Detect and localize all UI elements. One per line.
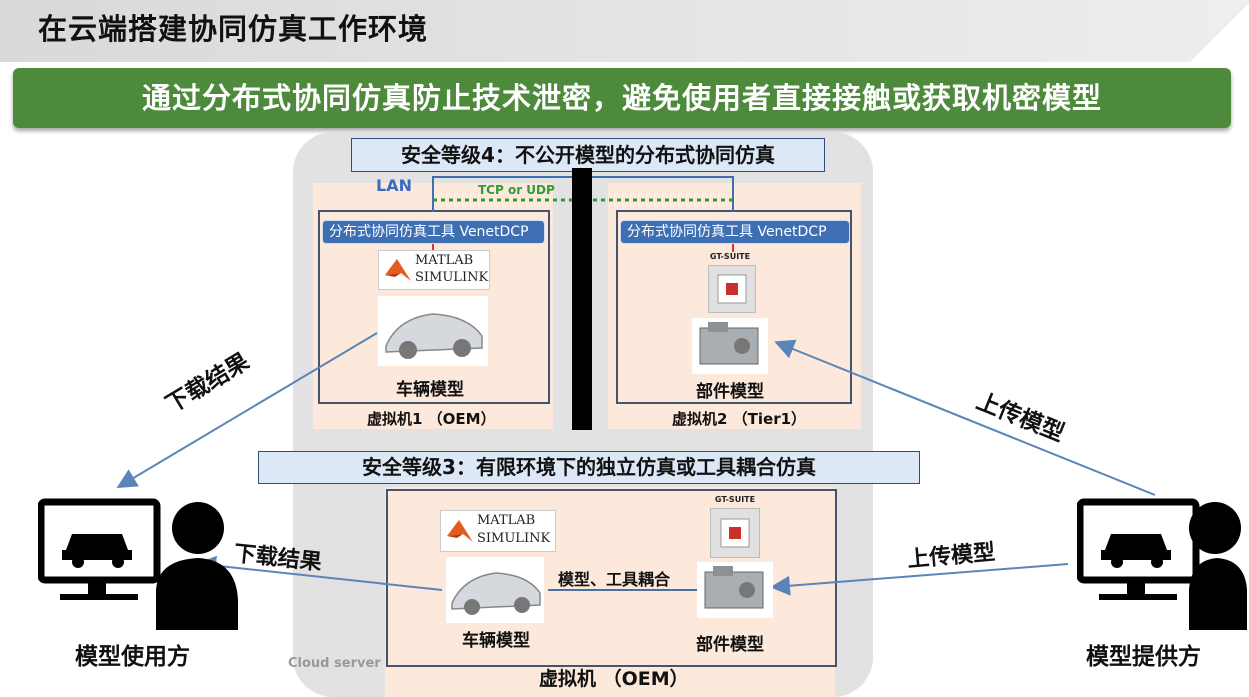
- security-level-3: 安全等级3：有限环境下的独立仿真或工具耦合仿真: [258, 451, 920, 484]
- vm2-model-label: 部件模型: [696, 382, 764, 402]
- provider-computer-icon: [1077, 498, 1247, 630]
- coupling-label: 模型、工具耦合: [558, 570, 671, 589]
- vm2-gt-logo-text: GT-SUITE: [709, 252, 751, 261]
- security-level-4: 安全等级4：不公开模型的分布式协同仿真: [351, 138, 825, 172]
- vm1-name: 虚拟机1 （OEM）: [367, 410, 496, 428]
- vm2-gt-logo: [708, 265, 756, 313]
- lan-label: LAN: [376, 176, 412, 195]
- user-computer-icon: [38, 498, 238, 630]
- vm1-model-label: 车辆模型: [396, 380, 464, 400]
- vm3-vehicle-icon: [446, 557, 544, 623]
- page-title: 在云端搭建协同仿真工作环境: [38, 12, 429, 46]
- vehicle-image-icon: [378, 296, 488, 366]
- vm3-part-label: 部件模型: [696, 635, 764, 655]
- gt-suite-icon: [720, 518, 750, 548]
- vm2-name: 虚拟机2 （Tier1）: [672, 410, 807, 428]
- banner: 通过分布式协同仿真防止技术泄密，避免使用者直接接触或获取机密模型: [13, 68, 1231, 128]
- vm1-matlab-logo: MATLAB SIMULINK: [378, 250, 490, 290]
- upload-arrow-top: [774, 339, 1156, 496]
- model-provider-label: 模型提供方: [1086, 644, 1201, 670]
- vm3-frame: [386, 489, 837, 667]
- isolation-divider: [572, 168, 592, 430]
- protocol-label: TCP or UDP: [478, 183, 555, 197]
- download-arrow-top: [116, 332, 378, 489]
- download-arrow-bottom: [196, 555, 443, 591]
- vm3-gt-logo: [710, 508, 760, 558]
- cloud-server-label: Cloud server: [288, 656, 381, 671]
- vm3-vehicle-label: 车辆模型: [462, 631, 530, 651]
- vm3-part-icon: [697, 562, 773, 618]
- matlab-icon: [385, 259, 411, 281]
- vm3-name: 虚拟机 （OEM）: [539, 668, 689, 690]
- matlab-icon: [447, 520, 473, 542]
- part-image-icon: [692, 318, 768, 374]
- vm3-matlab-logo: MATLAB SIMULINK: [440, 510, 556, 552]
- upload-arrow-bottom: [770, 563, 1069, 596]
- gt-suite-icon: [717, 274, 747, 304]
- model-user-label: 模型使用方: [75, 644, 190, 670]
- vm2-tool-label: 分布式协同仿真工具 VenetDCP: [620, 220, 850, 244]
- vm3-gt-logo-text: GT-SUITE: [714, 495, 756, 504]
- vm1-tool-label: 分布式协同仿真工具 VenetDCP: [322, 220, 545, 244]
